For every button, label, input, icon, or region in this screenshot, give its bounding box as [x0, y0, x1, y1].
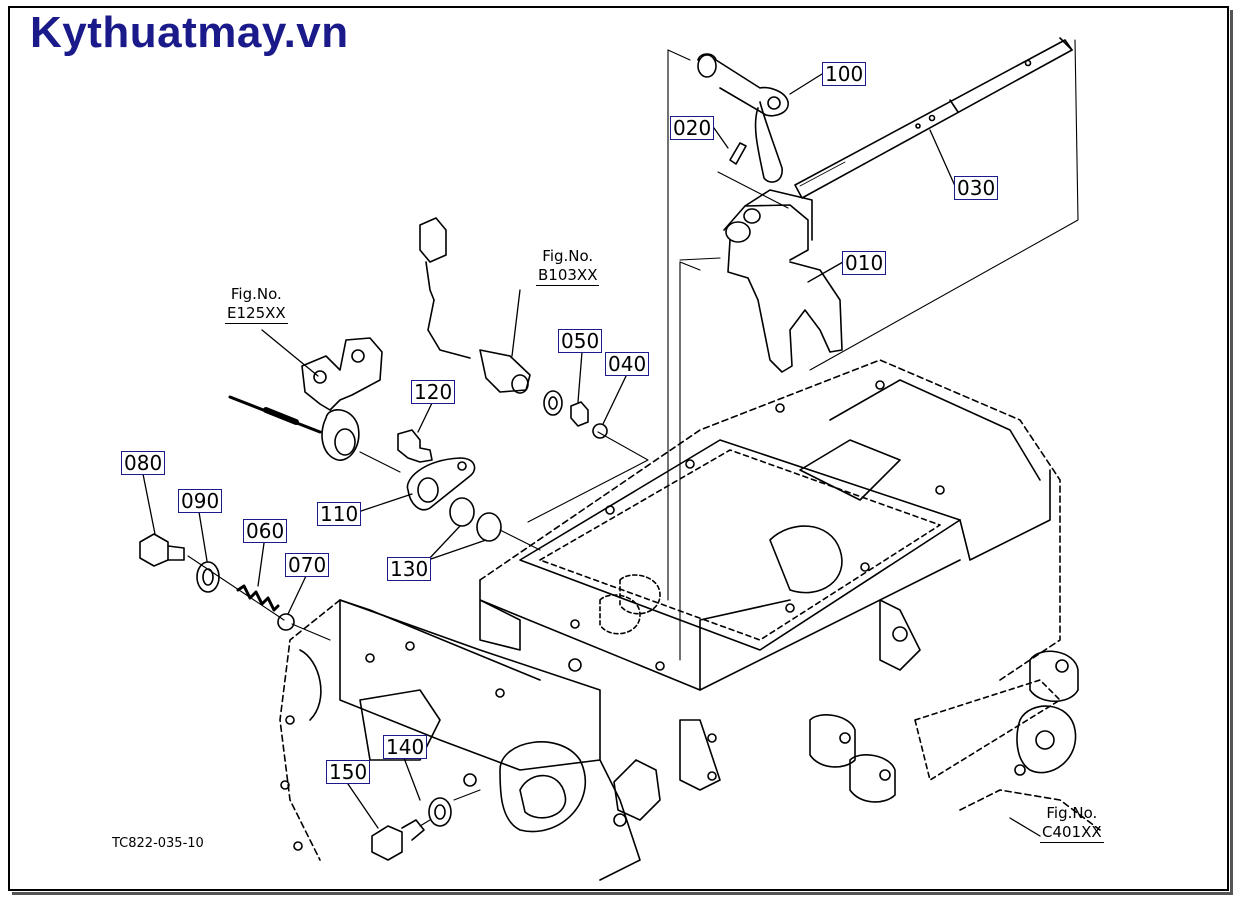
washer-140: [428, 797, 452, 827]
washer-090: [196, 561, 220, 593]
bolt-120: [397, 429, 433, 463]
o-rings-130: [449, 497, 502, 542]
fig-ref-number: E125XX: [225, 304, 288, 324]
frame-shadow: [12, 10, 1233, 895]
callout-080[interactable]: 080: [121, 451, 166, 475]
callout-030[interactable]: 030: [954, 176, 999, 200]
callout-050[interactable]: 050: [558, 329, 603, 353]
fig-ref-e125xx: Fig.No. E125XX: [225, 285, 288, 324]
callout-070[interactable]: 070: [285, 553, 330, 577]
gasket-110: [406, 457, 476, 511]
diagram-frame: [8, 6, 1229, 891]
callout-100[interactable]: 100: [822, 62, 867, 86]
shifter-lever-100: [697, 53, 789, 183]
bolt-150: [371, 819, 425, 861]
fig-ref-b103xx: Fig.No. B103XX: [536, 247, 600, 286]
connector: [613, 759, 661, 821]
fig-ref-number: B103XX: [536, 266, 600, 286]
callout-130[interactable]: 130: [387, 557, 432, 581]
callout-leaders: [142, 73, 1041, 837]
ball-040: [592, 423, 608, 439]
brand-watermark: Kythuatmay.vn: [30, 8, 349, 57]
callout-020[interactable]: 020: [670, 116, 715, 140]
spring-060: [236, 584, 280, 612]
seal-050: [543, 390, 589, 427]
bracket-e125xx: [228, 337, 383, 461]
fig-ref-label: Fig.No.: [542, 247, 594, 265]
spring-pin-020: [729, 142, 747, 165]
fig-ref-c401xx: Fig.No. C401XX: [1040, 804, 1104, 843]
fig-ref-label: Fig.No.: [1046, 804, 1098, 822]
callout-060[interactable]: 060: [243, 519, 288, 543]
callout-120[interactable]: 120: [411, 380, 456, 404]
plug-080: [139, 533, 185, 567]
callout-150[interactable]: 150: [326, 760, 371, 784]
ball-070: [277, 613, 295, 631]
assembly-lines: [187, 39, 1079, 827]
fig-ref-label: Fig.No.: [230, 285, 282, 303]
callout-090[interactable]: 090: [178, 489, 223, 513]
callout-010[interactable]: 010: [842, 251, 887, 275]
callout-040[interactable]: 040: [605, 352, 650, 376]
shift-fork-010: [723, 189, 843, 373]
sensor-b103xx: [419, 217, 531, 394]
callout-110[interactable]: 110: [317, 502, 362, 526]
drawing-code: TC822-035-10: [112, 836, 204, 851]
fork-shaft-030: [794, 37, 1073, 199]
callout-140[interactable]: 140: [383, 735, 428, 759]
fig-ref-number: C401XX: [1040, 823, 1104, 843]
transmission-case: [279, 359, 1101, 881]
